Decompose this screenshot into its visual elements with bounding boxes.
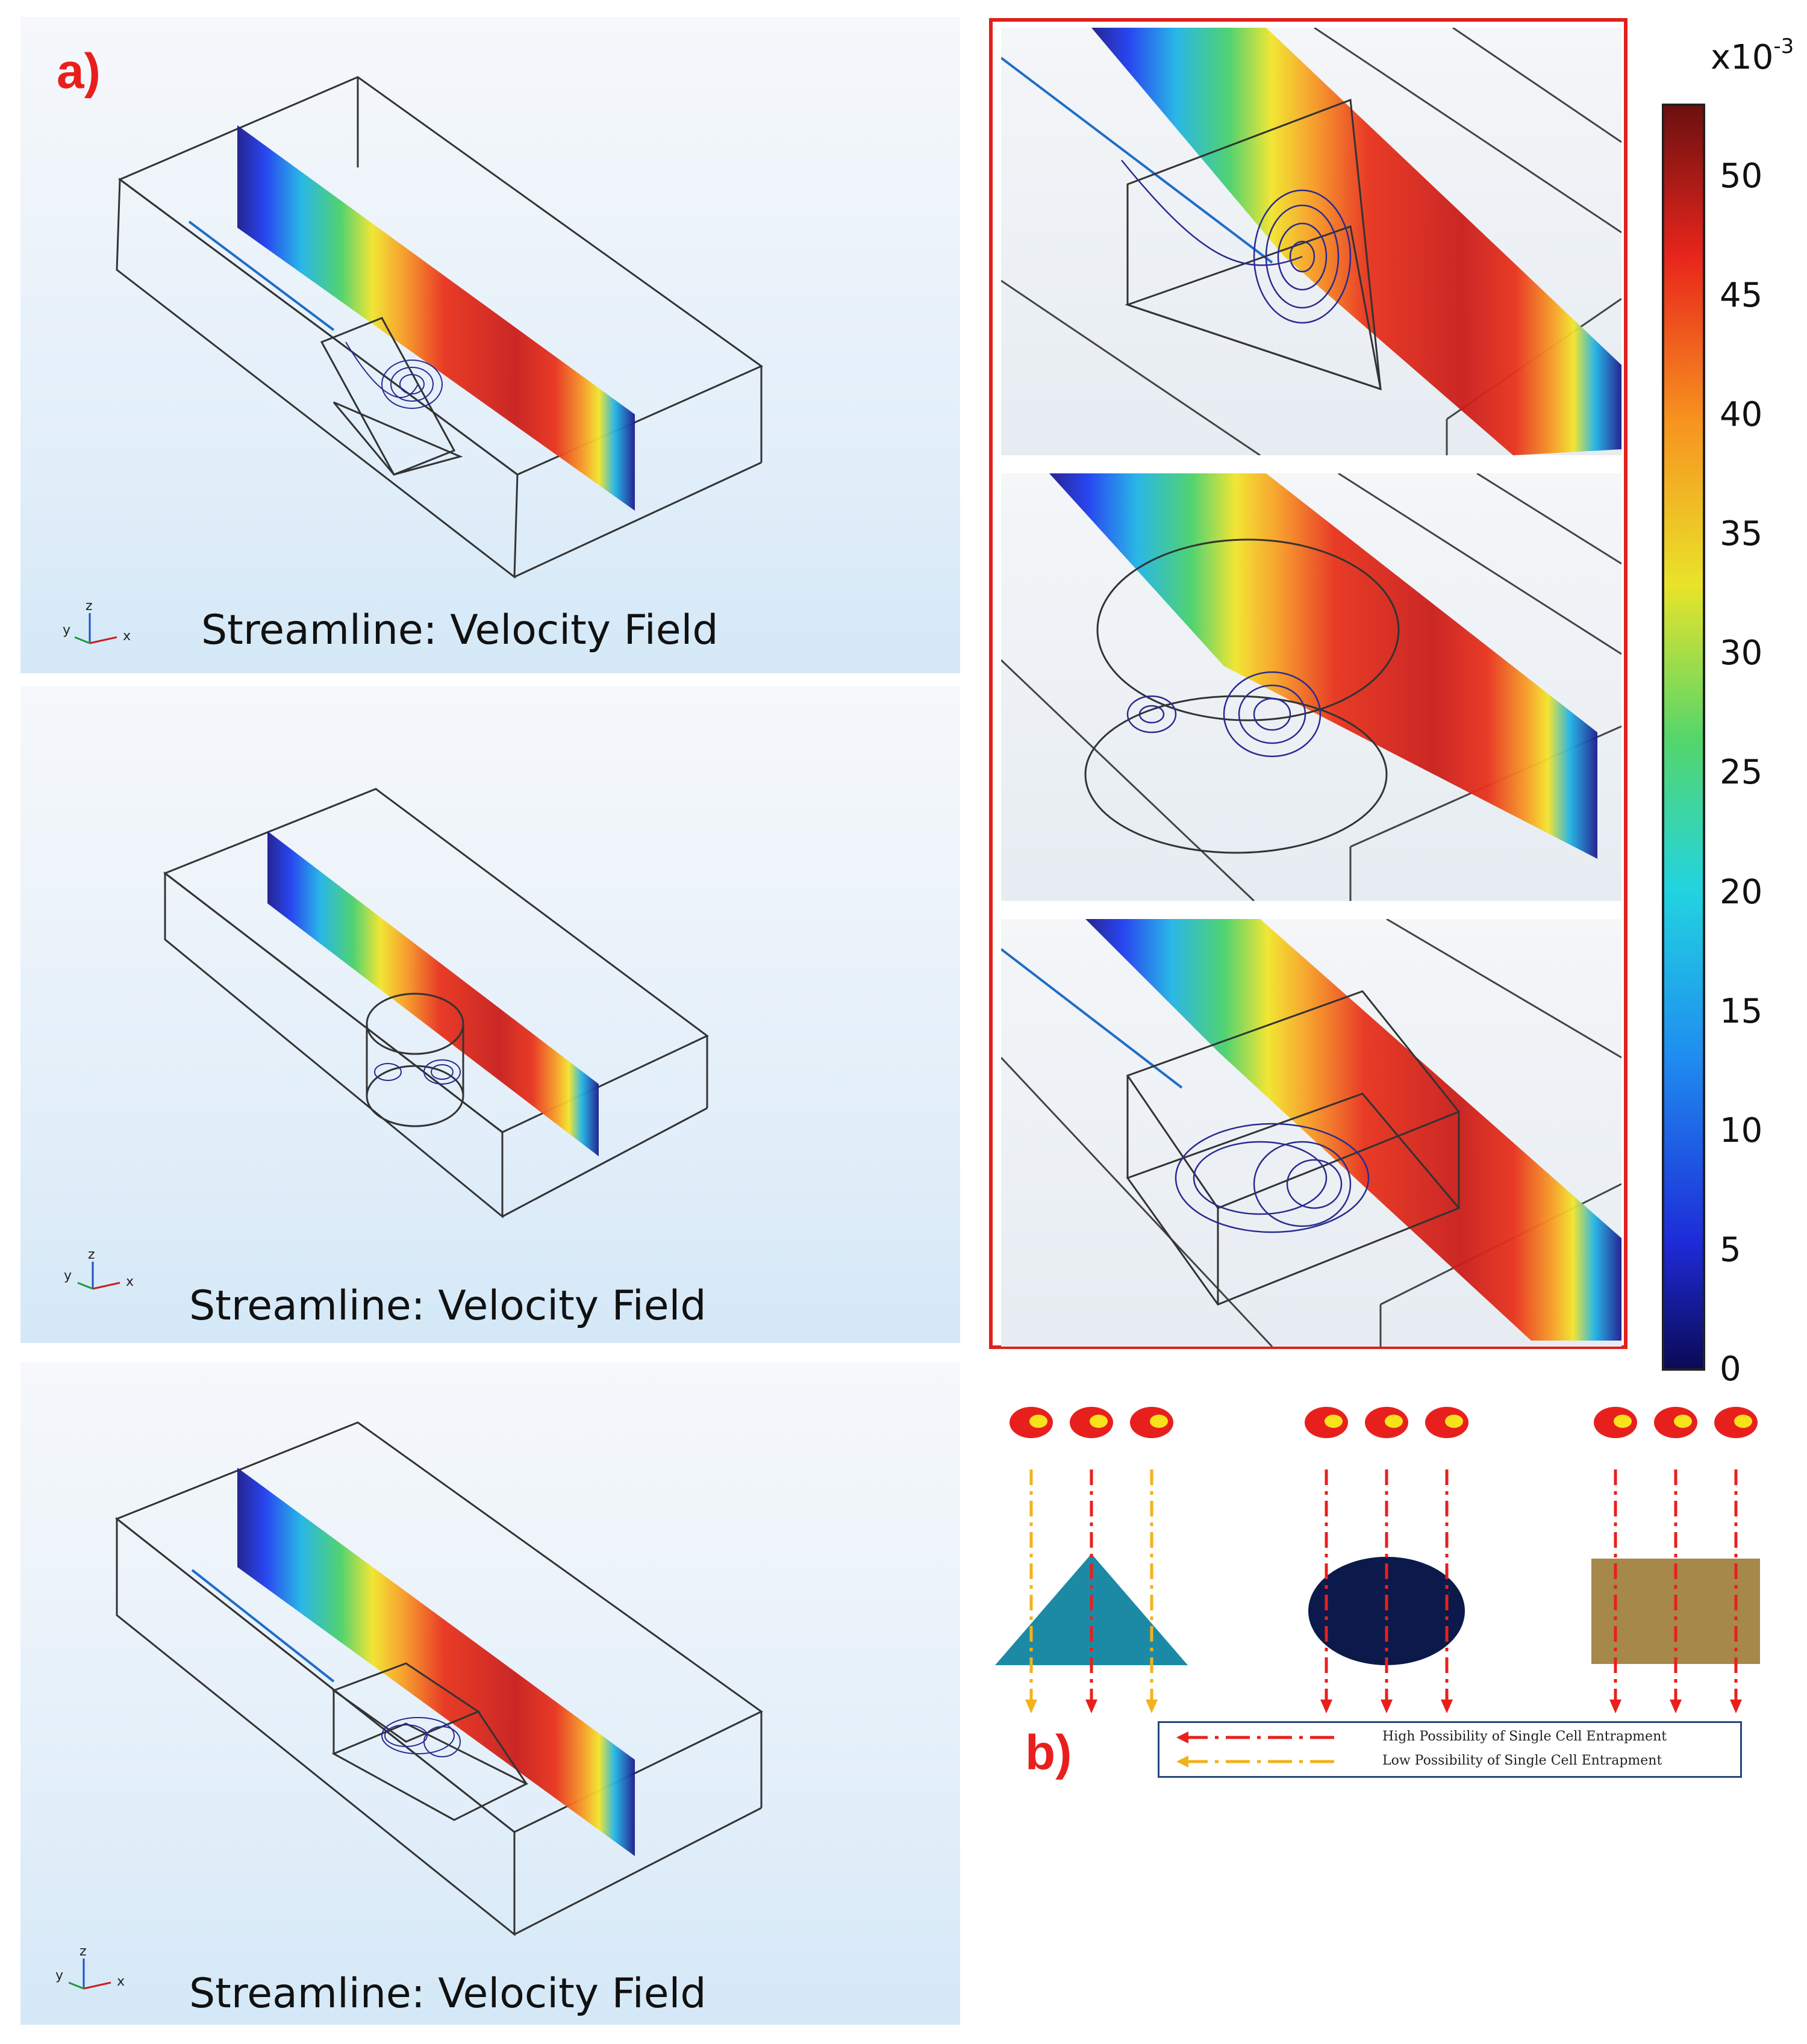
zoom-view-square [1001, 919, 1621, 1347]
arrow-head [1146, 1700, 1158, 1713]
cell-nucleus [1614, 1415, 1632, 1428]
legend-high-arrow [1176, 1731, 1340, 1743]
arrow-head [1085, 1700, 1097, 1713]
svg-text:x: x [123, 629, 131, 644]
svg-text:x: x [117, 1974, 125, 1989]
cell-nucleus [1674, 1415, 1692, 1428]
entrapment-diagram [995, 1407, 1760, 1713]
arrow-head [1730, 1700, 1742, 1713]
arrow-head [1441, 1700, 1453, 1713]
svg-text:z: z [88, 1247, 95, 1262]
cell-nucleus [1445, 1415, 1463, 1428]
legend-low-label: Low Possibility of Single Cell Entrapmen… [1382, 1753, 1662, 1768]
colorbar-tick-label: 40 [1720, 395, 1763, 435]
arrow-head [1670, 1700, 1682, 1713]
entrapment-schematic: b) High Possibility of Single Cell Entra… [989, 1385, 1784, 1819]
zoom-view-triangle [1001, 28, 1621, 455]
svg-text:z: z [86, 599, 93, 614]
colorbar-tick-label: 25 [1720, 753, 1763, 793]
svg-text:x: x [126, 1274, 134, 1289]
arrow-head [1320, 1700, 1332, 1713]
circle-obstacle [1308, 1557, 1465, 1665]
arrow-head [1609, 1700, 1621, 1713]
svg-text:z: z [80, 1944, 87, 1959]
colorbar-tick-label: 10 [1720, 1111, 1763, 1150]
simulation-view-triangle: y z x a) Streamline: Velocity Field [20, 17, 960, 673]
arrow-head [1025, 1700, 1037, 1713]
colorbar-exponent: x10-3 [1711, 34, 1794, 77]
legend: High Possibility of Single Cell Entrapme… [1158, 1721, 1742, 1778]
cell-nucleus [1029, 1415, 1047, 1428]
panel-label-b: b) [1025, 1725, 1072, 1780]
colorbar-tick-label: 50 [1720, 156, 1763, 196]
colorbar-gradient [1662, 104, 1705, 1371]
cell-nucleus [1385, 1415, 1403, 1428]
colorbar-tick-label: 20 [1720, 872, 1763, 912]
axis-triad-icon: y z x [64, 1247, 134, 1290]
colorbar-tick-label: 35 [1720, 514, 1763, 554]
cell-nucleus [1325, 1415, 1343, 1428]
svg-text:y: y [64, 1268, 72, 1283]
cell-nucleus [1150, 1415, 1168, 1428]
svg-text:y: y [55, 1968, 63, 1983]
cell-nucleus [1090, 1415, 1108, 1428]
axis-triad-icon: y z x [63, 599, 131, 644]
simulation-caption: Streamline: Velocity Field [189, 1970, 707, 2018]
simulation-caption: Streamline: Velocity Field [201, 606, 719, 654]
colorbar-tick-label: 0 [1720, 1350, 1741, 1389]
panel-label-a: a) [57, 44, 101, 99]
svg-text:y: y [63, 623, 70, 638]
zoom-view-circle [1001, 473, 1621, 901]
colorbar-tick-label: 30 [1720, 634, 1763, 673]
simulation-view-square: y z x Streamline: Velocity Field [20, 1362, 960, 2025]
simulation-caption: Streamline: Velocity Field [189, 1282, 707, 1330]
axis-triad-icon: y z x [55, 1944, 125, 1990]
zoomed-views-frame [989, 18, 1628, 1349]
legend-high-label: High Possibility of Single Cell Entrapme… [1382, 1729, 1667, 1744]
colorbar-tick-label: 45 [1720, 275, 1763, 315]
colorbar-tick-label: 5 [1720, 1230, 1741, 1270]
cell-nucleus [1734, 1415, 1752, 1428]
simulation-view-circle: y z x Streamline: Velocity Field [20, 687, 960, 1343]
colorbar-tick-label: 15 [1720, 991, 1763, 1031]
arrow-head [1381, 1700, 1393, 1713]
legend-low-arrow [1176, 1756, 1340, 1768]
